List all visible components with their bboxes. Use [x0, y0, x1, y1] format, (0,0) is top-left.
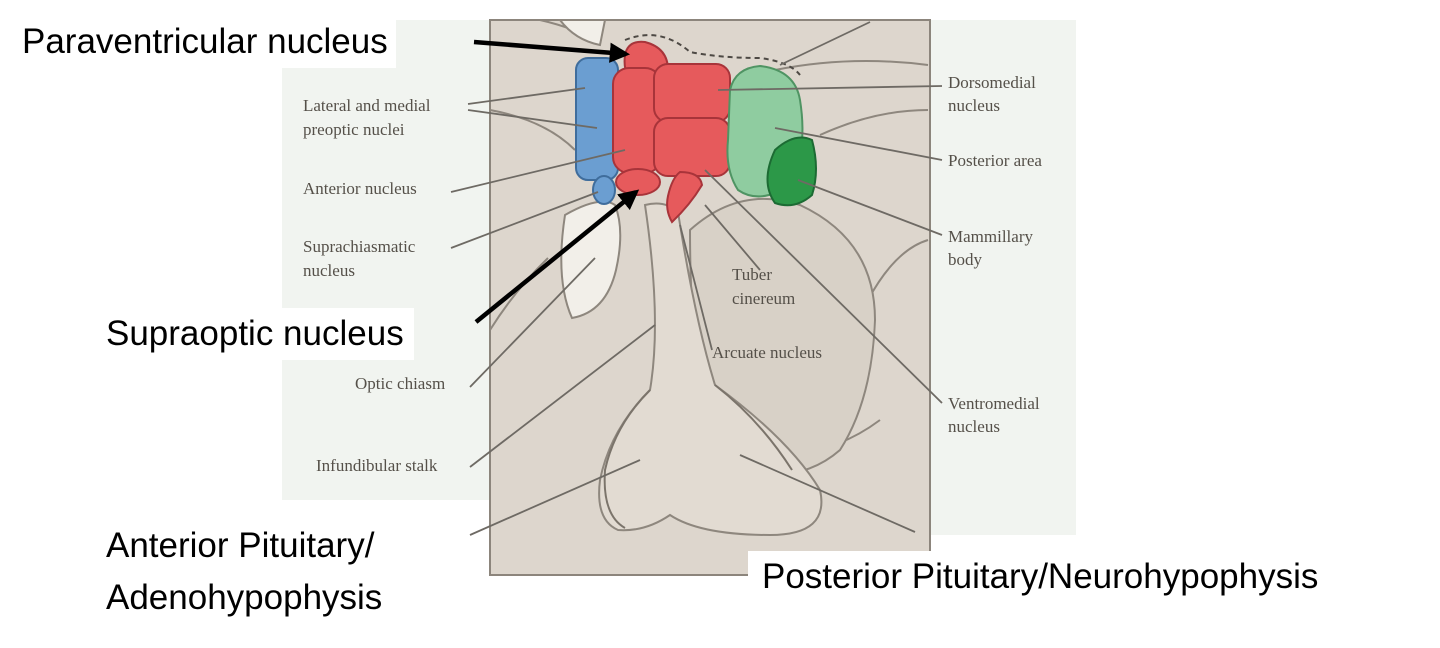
label-supraoptic-nucleus: Supraoptic nucleus	[96, 308, 414, 360]
mammillary-body-shape	[766, 136, 817, 207]
label-dorsomedial-line1: Dorsomedial	[948, 73, 1036, 92]
left-label-panel	[282, 20, 492, 500]
anterior-lobe-outline	[603, 389, 651, 529]
label-anterior-pituitary-line1: Anterior Pituitary/	[96, 520, 385, 572]
label-posterior-pituitary: Posterior Pituitary/Neurohypophysis	[748, 551, 1333, 611]
arrow-supraoptic-icon	[474, 189, 640, 324]
label-preoptic-line1: Lateral and medial	[303, 96, 431, 115]
label-infundibular-stalk: Infundibular stalk	[316, 456, 438, 475]
red-nuclei	[612, 40, 731, 224]
label-paraventricular-nucleus: Paraventricular nucleus	[22, 16, 396, 68]
label-arcuate-nucleus: Arcuate nucleus	[712, 343, 822, 362]
right-label-panel	[928, 20, 1076, 535]
label-preoptic-line2: preoptic nuclei	[303, 120, 405, 139]
label-ventromedial-line1: Ventromedial	[948, 394, 1040, 413]
label-tuber-line2: cinereum	[732, 289, 796, 308]
supraoptic-nucleus-shape	[615, 168, 661, 196]
suprachiasmatic-nucleus-shape	[592, 175, 616, 205]
label-suprachiasmatic-line2: nucleus	[303, 261, 355, 280]
label-mammillary-line2: body	[948, 250, 982, 269]
label-suprachiasmatic-line1: Suprachiasmatic	[303, 237, 416, 256]
label-optic-chiasm: Optic chiasm	[355, 374, 446, 393]
ventricle-top	[557, 19, 607, 47]
preoptic-nuclei-shape	[575, 57, 619, 181]
ventromedial-nucleus-shape	[653, 117, 731, 177]
label-mammillary-line1: Mammillary	[948, 227, 1033, 246]
label-ventromedial-line2: nucleus	[948, 417, 1000, 436]
arcuate-nucleus-shape	[666, 170, 704, 224]
label-dorsomedial-line2: nucleus	[948, 96, 1000, 115]
label-tuber-line1: Tuber	[732, 265, 772, 284]
dorsomedial-nucleus-shape	[653, 63, 731, 123]
label-posterior-area: Posterior area	[948, 151, 1042, 170]
posterior-lobe-outline	[714, 384, 793, 471]
arrow-paraventricular-icon	[473, 39, 631, 63]
label-anterior-pituitary-line2: Adenohypophysis	[96, 572, 393, 624]
leader-lines	[450, 21, 943, 536]
label-anterior-nucleus: Anterior nucleus	[303, 179, 417, 198]
